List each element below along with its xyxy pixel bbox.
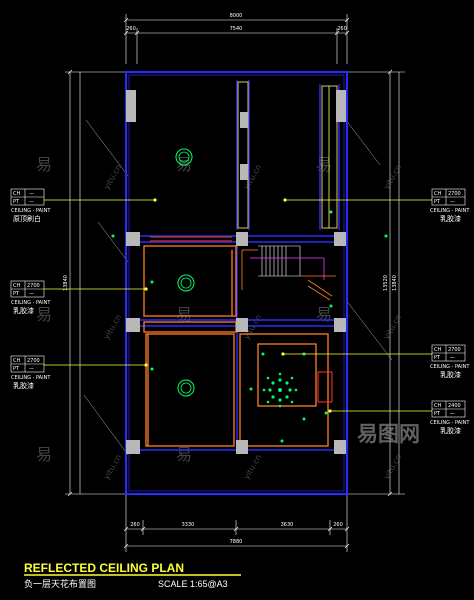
tag-type: CEILING - PAINT	[11, 300, 51, 306]
soffit-strip	[150, 236, 232, 242]
dim-bottom-a: 3330	[182, 522, 195, 528]
tag-finish: 乳胶漆	[440, 426, 461, 435]
tag-pt-label: PT	[434, 411, 441, 417]
dim-bottom-b: 3630	[281, 522, 294, 528]
tag-ch-value: 2400	[448, 403, 461, 409]
chandelier-icon	[262, 372, 298, 408]
tag-finish: 乳胶漆	[13, 381, 34, 390]
tag-pt-value: —	[29, 199, 34, 205]
tag-ch-label: CH	[13, 191, 20, 197]
tag-pt-label: PT	[13, 291, 20, 297]
watermark-url: yitu.cn	[242, 453, 263, 481]
tag-type: CEILING - PAINT	[430, 208, 470, 214]
outer-wall-inner	[128, 74, 345, 492]
tag-finish: 乳胶漆	[440, 370, 461, 379]
watermark-cn: 易	[36, 445, 52, 464]
dim-right-total-2: 13840	[392, 275, 398, 291]
tag-ch-label: CH	[13, 358, 20, 364]
ceiling-tag-right-2: CH 2700 PT — CEILING - PAINT 乳胶漆	[430, 344, 470, 379]
ceiling-tag-left-2: CH 2700 PT — CEILING - PAINT 乳胶漆	[10, 280, 51, 315]
tag-ch-label: CH	[434, 403, 441, 409]
tag-pt-label: PT	[434, 355, 441, 361]
bottom-dimension-lines	[123, 470, 350, 552]
stair-orange-lines	[241, 249, 336, 301]
watermark-layer: 易 易 易 易 易 易 易 易 yitu.cn yitu.cn yitu.cn …	[36, 155, 403, 481]
tag-pt-label: PT	[13, 199, 20, 205]
tag-type: CEILING - PAINT	[11, 208, 51, 214]
staircase	[258, 245, 301, 277]
dim-bottom-right: 260	[333, 522, 343, 528]
tag-arrow-dots	[144, 198, 332, 413]
watermark-url: yitu.cn	[382, 313, 403, 341]
room-partitions	[143, 245, 329, 447]
tag-pt-label: PT	[13, 366, 20, 372]
watermark-url: yitu.cn	[382, 163, 403, 191]
watermark-cn: 易	[36, 155, 52, 174]
watermark-url: yitu.cn	[382, 453, 403, 481]
dim-top-left: 260	[126, 26, 136, 32]
tag-pt-value: —	[450, 411, 455, 417]
tag-pt-value: —	[29, 366, 34, 372]
watermark-url: yitu.cn	[102, 163, 123, 191]
tag-pt-value: —	[450, 199, 455, 205]
window-sill-right	[321, 85, 338, 229]
tag-pt-value: —	[29, 291, 34, 297]
ceiling-tag-right-3: CH 2400 PT — CEILING - PAINT 乳胶漆	[430, 400, 470, 435]
wardrobe-outline	[317, 371, 333, 403]
dim-bottom-total: 7880	[230, 539, 243, 545]
tag-ch-value: 2700	[448, 191, 461, 197]
watermark-url: yitu.cn	[102, 453, 123, 481]
tag-ch-value: —	[29, 191, 34, 197]
tag-leader-lines	[44, 199, 432, 412]
ceiling-light-fixtures	[175, 148, 195, 397]
dim-right-total: 13520	[383, 275, 389, 291]
watermark-url: yitu.cn	[102, 313, 123, 341]
tag-ch-label: CH	[434, 191, 441, 197]
window-left	[237, 81, 249, 229]
tag-finish: 乳胶漆	[13, 306, 34, 315]
downlight-dots	[111, 210, 388, 443]
side-dimension-lines	[65, 69, 405, 497]
tag-finish: 乳胶漆	[440, 214, 461, 223]
tag-ch-label: CH	[13, 283, 20, 289]
tag-ch-value: 2700	[448, 347, 461, 353]
tag-ch-label: CH	[434, 347, 441, 353]
tag-ch-value: 2700	[27, 283, 40, 289]
watermark-logo: 易图网	[357, 422, 420, 446]
tag-type: CEILING - PAINT	[11, 375, 51, 381]
tag-ch-value: 2700	[27, 358, 40, 364]
drawing-title: REFLECTED CEILING PLAN	[24, 561, 184, 575]
stair-magenta-lines	[250, 257, 325, 280]
structural-columns	[126, 90, 346, 454]
watermark-cn: 易	[176, 305, 192, 324]
outer-wall	[125, 71, 348, 495]
tag-type: CEILING - PAINT	[430, 364, 470, 370]
dim-bottom-left: 260	[130, 522, 140, 528]
drawing-subtitle: 负一层天花布置图	[24, 578, 96, 590]
top-dimension-lines	[123, 14, 350, 64]
watermark-cn: 易	[316, 155, 332, 174]
watermark-cn: 易	[316, 305, 332, 324]
drawing-scale: SCALE 1:65@A3	[158, 579, 228, 589]
watermark-cn: 易	[36, 305, 52, 324]
watermark-cn: 易	[176, 445, 192, 464]
tag-pt-value: —	[450, 355, 455, 361]
ceiling-tag-left-1: CH — PT — CEILING - PAINT 原顶刷白	[10, 188, 51, 223]
dim-left-total: 13840	[63, 275, 69, 291]
dim-top-mid: 7540	[230, 26, 243, 32]
dim-top-right: 260	[337, 26, 347, 32]
ceiling-tag-right-1: CH 2700 PT — CEILING - PAINT 乳胶漆	[430, 188, 470, 223]
tag-finish: 原顶刷白	[13, 214, 41, 223]
ceiling-tag-left-3: CH 2700 PT — CEILING - PAINT 乳胶漆	[10, 355, 51, 390]
diagonal-hatch-lines	[83, 119, 393, 456]
tag-type: CEILING - PAINT	[430, 420, 470, 426]
dim-top-total: 8000	[230, 13, 243, 19]
tag-pt-label: PT	[434, 199, 441, 205]
